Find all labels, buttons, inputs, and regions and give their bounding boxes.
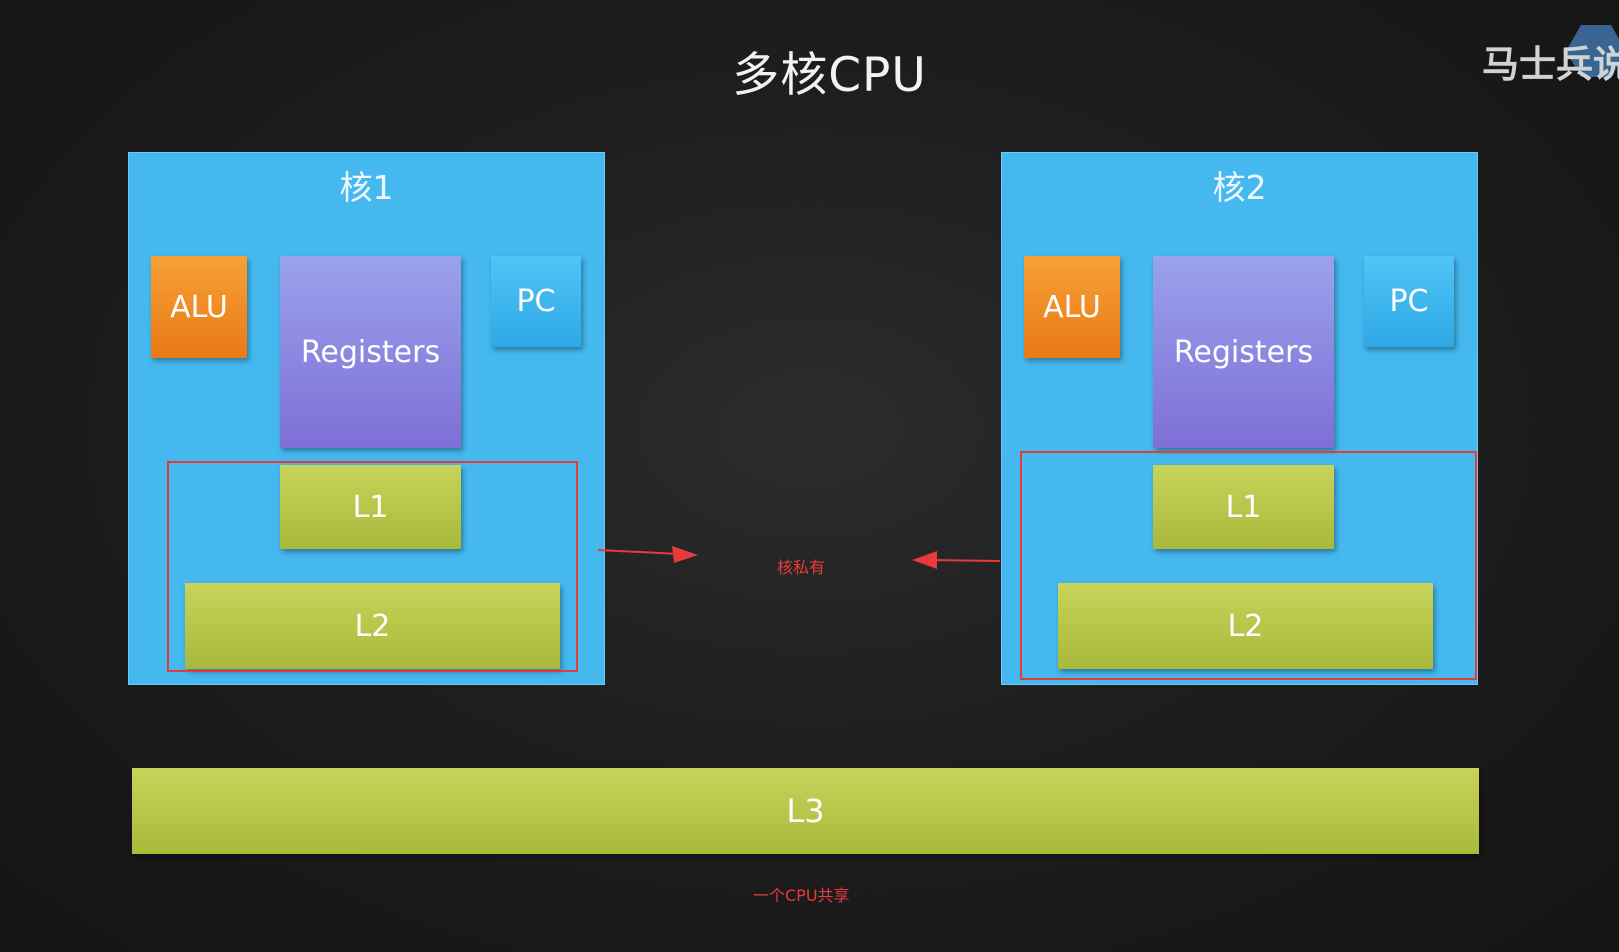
page-title: 多核CPU bbox=[732, 48, 927, 103]
arrow-left-to-label bbox=[597, 546, 698, 563]
core-private-label: 核私有 bbox=[777, 558, 826, 577]
watermark-logo: 马士兵说 bbox=[1482, 43, 1619, 86]
core-2-private-highlight bbox=[1020, 451, 1477, 680]
core-2-title: 核2 bbox=[1212, 168, 1267, 207]
core-2-l1-cache: L1 bbox=[1153, 465, 1334, 549]
core-1-alu: ALU bbox=[151, 256, 247, 358]
core-1-registers: Registers bbox=[280, 256, 461, 448]
l3-shared-cache: L3 bbox=[132, 768, 1479, 854]
core-2-registers: Registers bbox=[1153, 256, 1334, 448]
core-2-alu: ALU bbox=[1024, 256, 1120, 358]
core-1-pc: PC bbox=[491, 256, 581, 347]
core-1-l2-cache: L2 bbox=[185, 583, 560, 669]
core-2: 核2 ALU Registers PC L1 L2 bbox=[1001, 152, 1478, 685]
core-2-pc: PC bbox=[1364, 256, 1454, 347]
core-1-private-highlight bbox=[167, 461, 578, 672]
core-2-l2-cache: L2 bbox=[1058, 583, 1433, 669]
core-1: 核1 ALU Registers PC L1 L2 bbox=[128, 152, 605, 685]
shared-cache-label: 一个CPU共享 bbox=[753, 886, 850, 905]
core-1-title: 核1 bbox=[339, 168, 394, 207]
core-1-l1-cache: L1 bbox=[280, 465, 461, 549]
arrow-right-to-label bbox=[912, 551, 1001, 569]
